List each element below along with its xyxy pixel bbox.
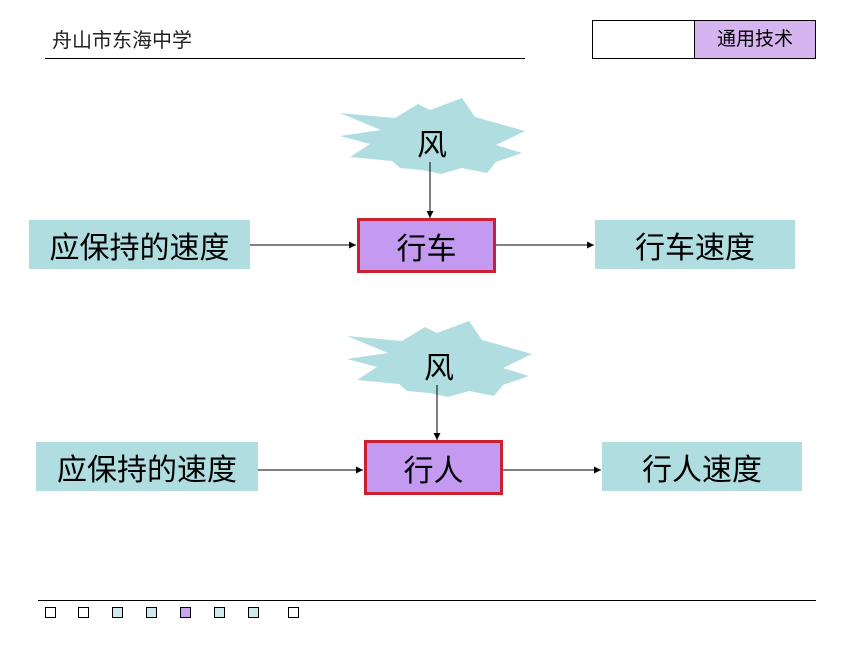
- wind-label-2: 风: [424, 351, 454, 386]
- wind-label-1: 风: [417, 128, 447, 163]
- output-box-1: 行车速度: [595, 220, 795, 269]
- wind-burst-2: [347, 321, 532, 397]
- nav-square[interactable]: [112, 607, 123, 618]
- nav-square[interactable]: [214, 607, 225, 618]
- nav-square[interactable]: [146, 607, 157, 618]
- nav-square[interactable]: [248, 607, 259, 618]
- output-box-2: 行人速度: [602, 442, 802, 491]
- input-box-1: 应保持的速度: [29, 220, 250, 269]
- footer-divider: [38, 600, 816, 601]
- header-divider: [45, 58, 525, 59]
- header-blank-cell: [592, 20, 695, 59]
- subject-label: 通用技术: [694, 20, 816, 59]
- nav-square[interactable]: [78, 607, 89, 618]
- wind-burst-1: [340, 98, 525, 174]
- nav-square[interactable]: [288, 607, 299, 618]
- input-box-2: 应保持的速度: [36, 442, 258, 491]
- school-name: 舟山市东海中学: [52, 28, 192, 52]
- nav-square[interactable]: [180, 607, 191, 618]
- process-box-1: 行车: [357, 218, 496, 273]
- nav-square[interactable]: [45, 607, 56, 618]
- process-box-2: 行人: [364, 440, 503, 495]
